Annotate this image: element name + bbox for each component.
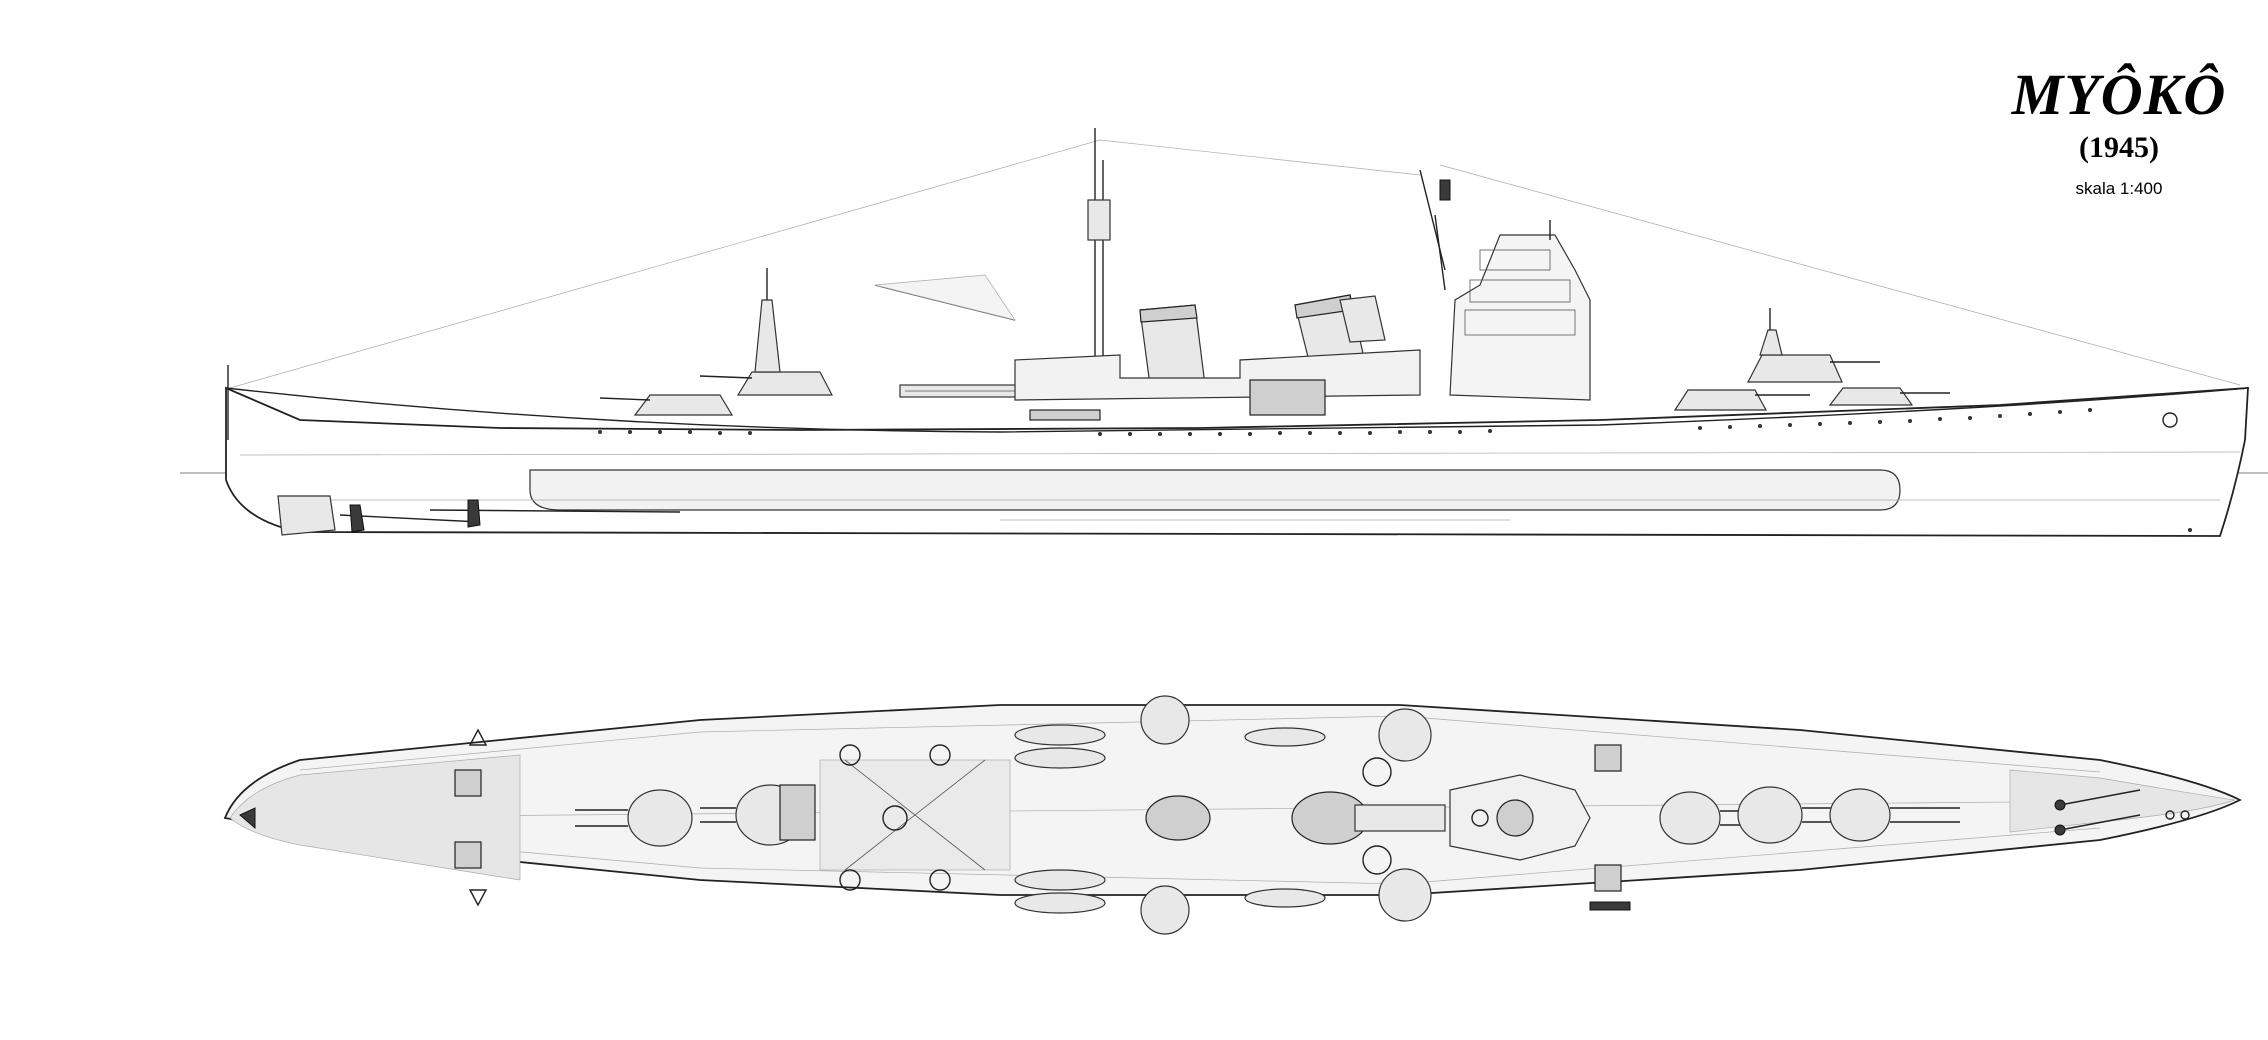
drawing-scale: skala 1:400 bbox=[2075, 179, 2163, 198]
forward-turret-c bbox=[1828, 387, 1950, 406]
main-mast bbox=[874, 128, 1111, 380]
portholes bbox=[598, 408, 2092, 436]
aft-turret-y bbox=[699, 371, 833, 396]
rigging-line bbox=[229, 139, 1101, 389]
plan-view bbox=[223, 695, 2243, 935]
forward-turret-a bbox=[1673, 389, 1810, 411]
after-funnel bbox=[1139, 304, 1206, 386]
torpedo-bulge bbox=[529, 469, 1901, 511]
aft-turret-y-plan bbox=[700, 784, 816, 846]
anchor-chains bbox=[2054, 789, 2190, 836]
deck-outline bbox=[223, 704, 2243, 896]
bridge-plan bbox=[1449, 774, 1591, 861]
deck-edge-line bbox=[299, 715, 2101, 773]
quarterdeck bbox=[229, 754, 521, 881]
forward-turret-c-plan bbox=[1829, 788, 1960, 842]
side-profile-view bbox=[180, 128, 2268, 537]
hull-profile bbox=[225, 386, 2249, 537]
propeller bbox=[467, 499, 481, 528]
rigging-line bbox=[1099, 139, 1421, 176]
aft-turret-x-plan bbox=[575, 789, 693, 847]
hawse-marks bbox=[2188, 528, 2192, 532]
ship-name: MYÔKÔ bbox=[2011, 62, 2227, 127]
rigging-line bbox=[1439, 164, 2241, 386]
hull-line bbox=[239, 451, 2241, 456]
deck-line bbox=[225, 387, 2249, 433]
forward-turret-b bbox=[1747, 354, 1880, 383]
title-block: MYÔKÔ (1945) skala 1:400 bbox=[1994, 62, 2244, 200]
forward-turret-b-plan bbox=[1737, 786, 1840, 844]
ship-year: (1945) bbox=[2079, 131, 2159, 164]
gangway bbox=[1589, 901, 1631, 911]
midship-superstructure bbox=[1014, 349, 1421, 401]
forward-mast bbox=[1759, 308, 1783, 356]
anchor-hawse bbox=[2162, 412, 2178, 428]
centerline bbox=[229, 799, 2236, 819]
hangar-grille bbox=[1249, 379, 1326, 416]
forecastle bbox=[2009, 769, 2236, 833]
bridge-superstructure bbox=[1419, 169, 1591, 401]
fore-funnel-plan bbox=[1291, 791, 1446, 845]
stern-anchor bbox=[239, 807, 256, 830]
propeller bbox=[349, 504, 365, 533]
quarter-hatch bbox=[468, 728, 488, 746]
after-funnel-plan bbox=[1145, 795, 1211, 841]
deck-fittings bbox=[454, 744, 1622, 892]
aft-turret-x bbox=[599, 394, 734, 416]
rudder bbox=[277, 495, 336, 536]
aircraft-deck-plan bbox=[819, 744, 1011, 891]
aa-gun-mounts bbox=[1140, 695, 1432, 935]
propeller-shaft bbox=[339, 514, 481, 523]
quarter-hatch bbox=[468, 889, 488, 907]
aft-mast bbox=[754, 268, 781, 373]
ship-boats bbox=[1014, 724, 1326, 914]
